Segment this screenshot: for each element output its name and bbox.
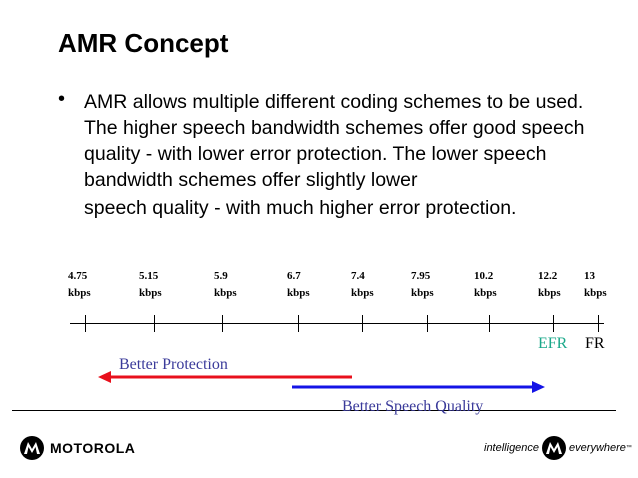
efr-label: EFR	[538, 335, 568, 352]
rate-value: 10.2	[474, 270, 494, 282]
rate-unit: kbps	[584, 287, 607, 299]
rate-unit: kbps	[287, 287, 310, 299]
rate-unit: kbps	[474, 287, 497, 299]
motorola-logo: MOTOROLA	[20, 436, 135, 460]
rate-unit: kbps	[139, 287, 162, 299]
footer-divider	[12, 410, 616, 411]
motorola-wordmark: MOTOROLA	[50, 440, 136, 456]
better-speech-quality-arrow	[292, 381, 545, 393]
scale-tick	[85, 315, 86, 332]
bullet-text-last-line: speech quality - with much higher error …	[84, 197, 517, 219]
rate-label-7-4: 7.4 kbps	[351, 268, 391, 302]
better-speech-quality-label: Better Speech Quality	[342, 398, 484, 415]
rate-value: 5.15	[139, 270, 159, 282]
rate-unit: kbps	[351, 287, 374, 299]
fr-label: FR	[585, 335, 605, 352]
rate-value: 7.4	[351, 270, 365, 282]
rate-unit: kbps	[538, 287, 561, 299]
better-protection-label: Better Protection	[119, 356, 228, 373]
rate-label-5-15: 5.15 kbps	[139, 268, 179, 302]
rate-value: 4.75	[68, 270, 88, 282]
scale-tick	[362, 315, 363, 332]
rate-value: 7.95	[411, 270, 431, 282]
rate-label-10-2: 10.2 kbps	[474, 268, 514, 302]
rate-label-6-7: 6.7 kbps	[287, 268, 327, 302]
rate-unit: kbps	[68, 287, 91, 299]
trademark-symbol: ™	[625, 445, 632, 451]
scale-tick	[598, 315, 599, 332]
tagline-intelligence: intelligence	[484, 442, 540, 454]
tagline-everywhere: everywhere	[569, 442, 626, 454]
bullet-marker: •	[58, 88, 66, 110]
motorola-batwing-icon	[20, 436, 44, 460]
better-protection-arrow	[98, 371, 352, 383]
scale-tick	[489, 315, 490, 332]
scale-tick	[427, 315, 428, 332]
slide-title: AMR Concept	[58, 28, 229, 58]
rate-value: 5.9	[214, 270, 228, 282]
intelligence-everywhere-logo: intelligence everywhere ™	[484, 436, 632, 460]
scale-tick	[298, 315, 299, 332]
bitrate-scale-line	[70, 323, 604, 324]
rate-value: 6.7	[287, 270, 301, 282]
scale-tick	[222, 315, 223, 332]
rate-label-12-2: 12.2 kbps	[538, 268, 578, 302]
rate-unit: kbps	[411, 287, 434, 299]
rate-value: 12.2	[538, 270, 558, 282]
motorola-batwing-icon	[542, 436, 567, 460]
scale-tick	[553, 315, 554, 332]
rate-unit: kbps	[214, 287, 237, 299]
rate-label-4-75: 4.75 kbps	[68, 268, 108, 302]
scale-tick	[154, 315, 155, 332]
rate-label-13: 13 kbps	[584, 268, 624, 302]
bullet-text-main: AMR allows multiple different coding sch…	[84, 91, 585, 191]
rate-value: 13	[584, 270, 595, 282]
bullet-text: AMR allows multiple different coding sch…	[84, 89, 614, 221]
rate-label-7-95: 7.95 kbps	[411, 268, 451, 302]
rate-label-5-9: 5.9 kbps	[214, 268, 254, 302]
